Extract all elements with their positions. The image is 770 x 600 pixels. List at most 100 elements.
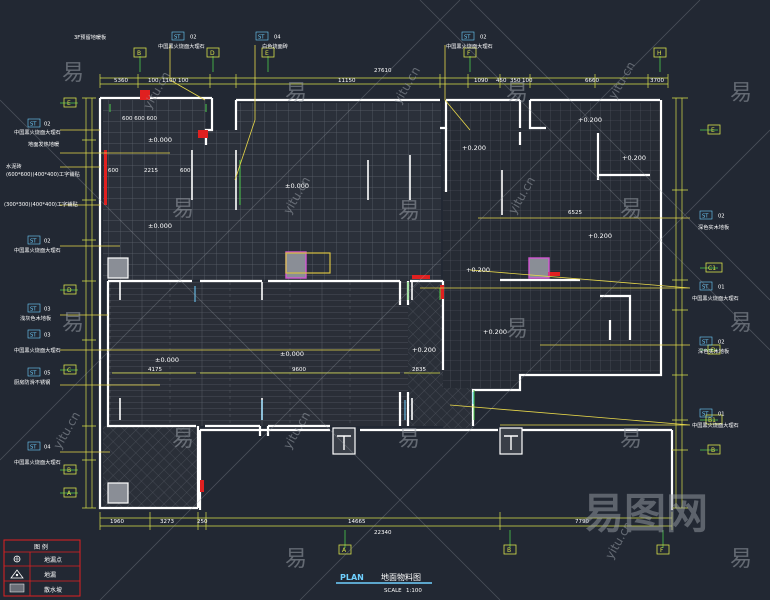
material-tag-left: ST 02 中国黑火烧面大理石 <box>14 118 61 136</box>
svg-text:A: A <box>342 547 347 554</box>
svg-text:03: 03 <box>44 307 51 313</box>
svg-text:C1: C1 <box>708 265 716 272</box>
legend-floor-drain-point-icon <box>13 555 21 563</box>
svg-text:深色实木地板: 深色实木地板 <box>698 223 730 231</box>
svg-text:02: 02 <box>718 214 725 220</box>
elev-label: ±0.000 <box>148 222 172 230</box>
top-dim: 100 <box>148 78 159 84</box>
top-dim: 3700 <box>650 78 664 84</box>
axis-bubble-top: D <box>206 47 220 58</box>
axis-bubble-right: E <box>707 124 721 135</box>
axis-bubble-bottom: F <box>656 544 670 555</box>
axis-bubble-bottom: A <box>338 544 352 555</box>
svg-text:B: B <box>711 447 715 454</box>
svg-text:厨房防滑不锈钢: 厨房防滑不锈钢 <box>14 378 50 386</box>
top-overall-dim: 27610 <box>374 68 392 74</box>
material-tag-right: ST 02 深色实木地板 <box>698 336 730 355</box>
watermark-char: 易 <box>730 81 752 106</box>
marble-area-south-east <box>443 280 661 372</box>
svg-text:ST: ST <box>702 285 709 291</box>
svg-text:E: E <box>67 100 71 107</box>
svg-text:深色实木地板: 深色实木地板 <box>698 347 730 355</box>
watermark-char: 易 <box>62 311 84 336</box>
top-dim: 350 <box>510 78 521 84</box>
top-left-note: 3F预留地暖板 <box>74 33 107 41</box>
elev-label: +0.200 <box>578 116 602 124</box>
stair-symbol-2 <box>504 435 518 450</box>
top-dim: 450 <box>496 78 507 84</box>
svg-text:ST: ST <box>258 35 265 41</box>
svg-text:B: B <box>507 547 511 554</box>
material-tag-top: ST 04 白色烧面砖 <box>255 31 288 50</box>
watermark-char: 易 <box>398 199 420 224</box>
svg-text:B1: B1 <box>708 417 716 424</box>
axis-bubble-top: B <box>133 47 147 58</box>
axis-bubble-right: B <box>707 444 721 455</box>
top-dim: 5360 <box>114 78 128 84</box>
bottom-dim: 250 <box>197 519 208 525</box>
axis-bubble-left: E <box>63 97 77 108</box>
material-tag-right: ST 02 深色实木地板 <box>698 210 730 231</box>
note-left: 水泥砖 <box>6 162 22 170</box>
leader-lines <box>60 45 691 453</box>
elev-label: +0.200 <box>588 232 612 240</box>
material-tag-left: ST 05 厨房防滑不锈钢 <box>14 367 51 386</box>
svg-text:ST: ST <box>30 371 37 377</box>
wood-floor-living <box>108 281 408 426</box>
watermark-char: 易 <box>398 427 420 452</box>
axis-bubble-left: C <box>63 364 77 375</box>
svg-text:ST: ST <box>702 340 709 346</box>
legend-item: 地漏 <box>44 571 56 579</box>
svg-text:地面发热地暖: 地面发热地暖 <box>28 140 60 148</box>
svg-text:E: E <box>265 50 269 57</box>
blue-marks <box>194 286 474 420</box>
top-dim: 1100 <box>162 78 176 84</box>
legend-floor-drain-icon <box>10 569 24 579</box>
axis-bubble-left: A <box>63 487 77 498</box>
svg-text:C: C <box>67 367 71 374</box>
elev-label: +0.200 <box>462 144 486 152</box>
note-left: (300*300)(400*400)工字铺贴 <box>4 200 78 208</box>
corridor-diag-b <box>443 388 473 428</box>
svg-text:02: 02 <box>44 122 51 128</box>
material-tag-left: ST 03 中国黑火烧面大理石 <box>14 329 61 354</box>
marble-area-north-center <box>235 103 441 281</box>
svg-text:浅灰色木地板: 浅灰色木地板 <box>20 314 52 322</box>
watermark-char: 易 <box>730 547 752 572</box>
inner-dim: 6525 <box>568 210 582 216</box>
marble-area-east <box>443 103 661 281</box>
svg-text:中国黑火烧面大理石: 中国黑火烧面大理石 <box>446 42 493 50</box>
elev-label: ±0.000 <box>280 350 304 358</box>
material-tag-top: ST 02 中国黑火烧面大理石 <box>446 31 493 50</box>
svg-text:02: 02 <box>44 239 51 245</box>
svg-text:ST: ST <box>30 445 37 451</box>
svg-text:02: 02 <box>480 35 487 41</box>
legend: 图 例 地漏点 地漏 散水坡 <box>3 539 81 597</box>
watermark-char: 易 <box>730 311 752 336</box>
watermark-char: 易 <box>285 81 307 106</box>
svg-text:ST: ST <box>30 122 37 128</box>
svg-text:05: 05 <box>44 371 51 377</box>
watermark-char: 易 <box>172 197 194 222</box>
bottom-dim: 7790 <box>575 519 589 525</box>
inner-dim: 4175 <box>148 367 162 373</box>
top-dim: 100 <box>178 78 189 84</box>
svg-text:F: F <box>467 50 471 57</box>
svg-text:03: 03 <box>44 333 51 339</box>
axis-bubbles: B D E F H E C1 D B1 B A B F E D C B A <box>63 47 723 555</box>
accent-marks <box>104 90 560 492</box>
svg-text:ST: ST <box>174 35 181 41</box>
svg-text:D: D <box>67 287 72 294</box>
stair-symbol-1 <box>337 435 351 450</box>
elev-label: ±0.000 <box>285 182 309 190</box>
axis-bubble-bottom: B <box>503 544 517 555</box>
svg-text:ST: ST <box>702 412 709 418</box>
svg-text:01: 01 <box>718 285 725 291</box>
svg-text:ST: ST <box>464 35 471 41</box>
bottom-dim: 1960 <box>110 519 124 525</box>
svg-text:ST: ST <box>702 214 709 220</box>
marble-area-south-east-b <box>443 370 518 388</box>
svg-text:B: B <box>67 467 71 474</box>
axis-bubble-right: D <box>707 344 721 355</box>
